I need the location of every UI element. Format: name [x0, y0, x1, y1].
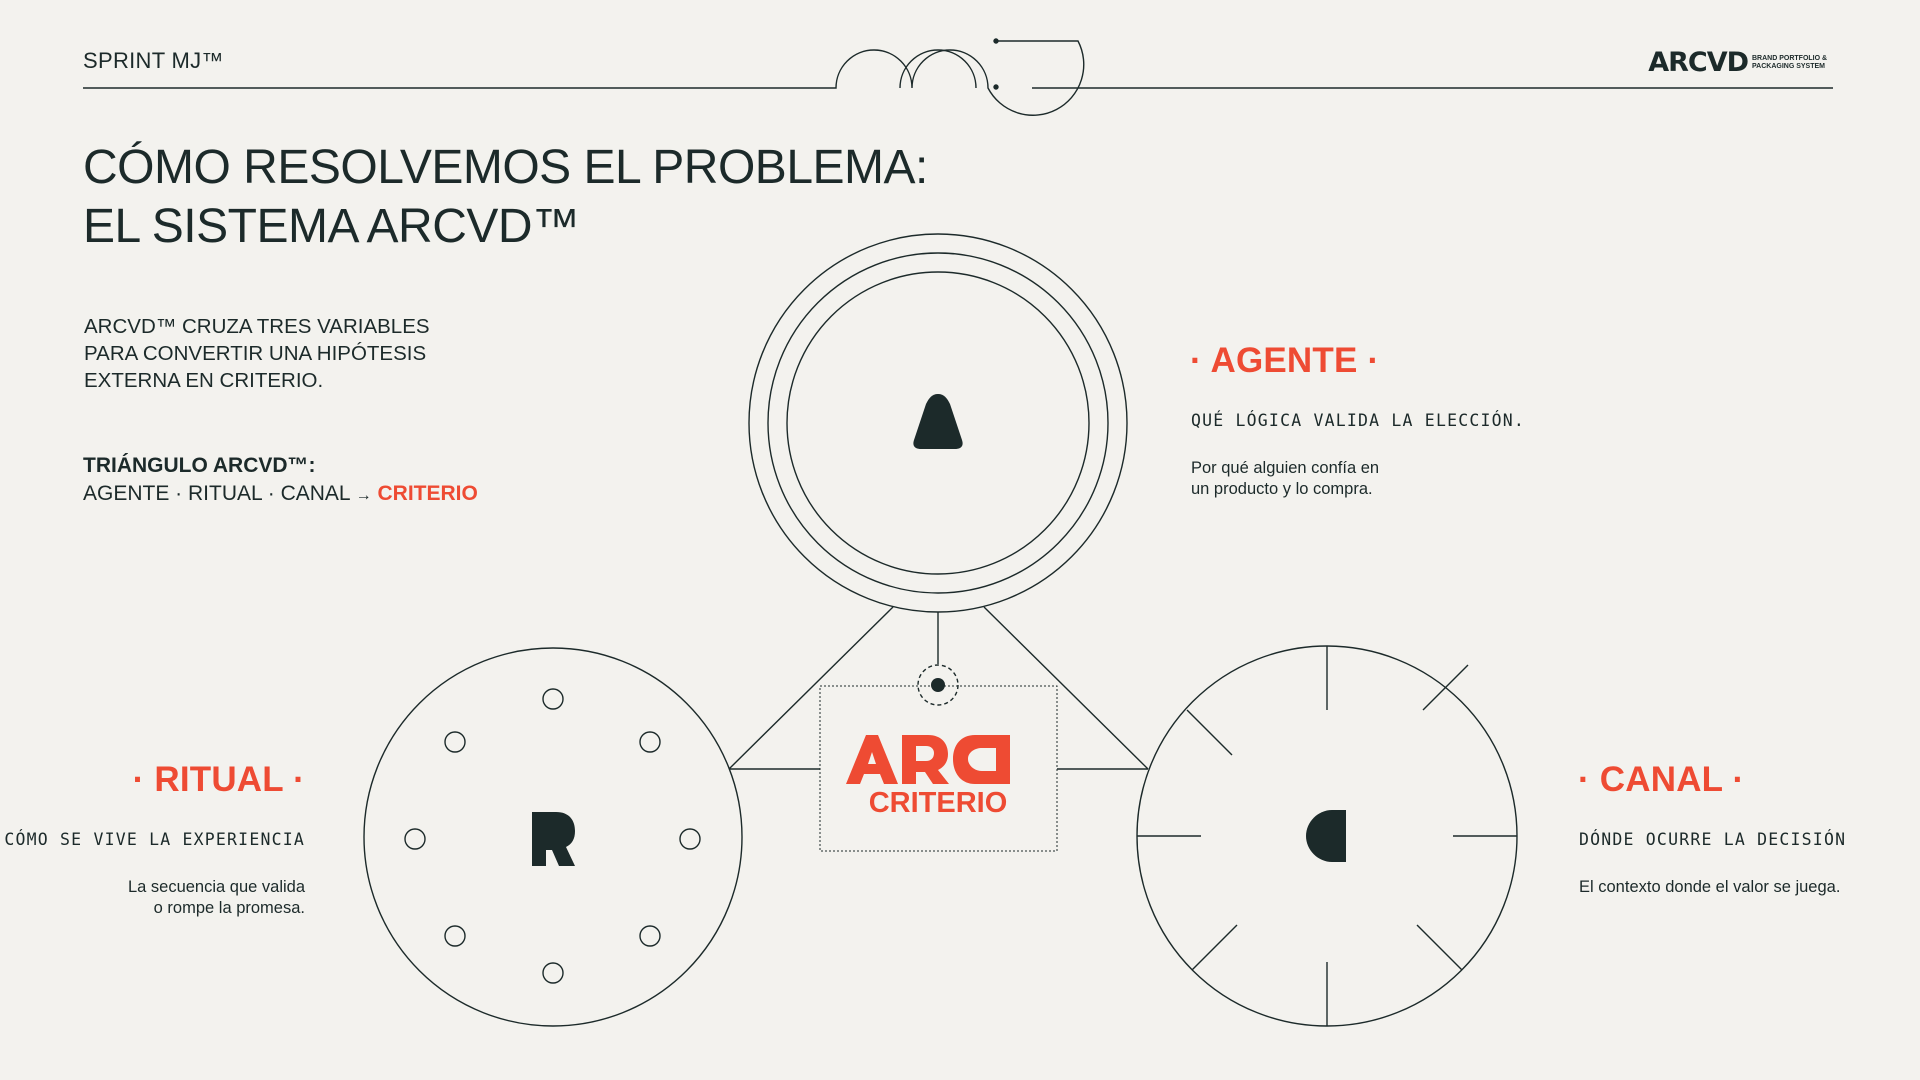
ritual-dot-4: [639, 925, 661, 947]
agente-glyph-icon: [913, 394, 963, 449]
page-title-line-2: EL SISTEMA ARCVD™: [83, 200, 580, 253]
ritual-title: · RITUAL ·: [132, 760, 305, 799]
brand-tagline: BRAND PORTFOLIO & PACKAGING SYSTEM: [1752, 54, 1828, 70]
intro-text: ARCVD™ CRUZA TRES VARIABLES PARA CONVERT…: [84, 313, 430, 394]
connector-agente-ritual: [728, 606, 894, 770]
agente-circle-mid: [767, 252, 1109, 594]
criterio-box: [819, 685, 1058, 852]
ritual-circle: [363, 647, 743, 1027]
intro-line-1: ARCVD™ CRUZA TRES VARIABLES: [84, 315, 430, 338]
arrow-icon: →: [355, 487, 372, 504]
brand-logo-text: ARCVD: [1648, 47, 1749, 78]
agente-caps: QUÉ LÓGICA VALIDA LA ELECCIÓN.: [1191, 411, 1526, 430]
arc-logo-icon: [846, 735, 1010, 784]
connector-agente-canal: [983, 606, 1149, 770]
agente-title: · AGENTE ·: [1190, 341, 1380, 380]
criterio-label: CRITERIO: [868, 787, 1008, 819]
agente-description: Por qué alguien confía en un producto y …: [1191, 458, 1379, 500]
brand-logo: ARCVD BRAND PORTFOLIO & PACKAGING SYSTEM: [1648, 47, 1832, 78]
header-ornament-dot-2: [993, 84, 999, 90]
intro-line-3: EXTERNA EN CRITERIO.: [84, 369, 324, 392]
ritual-caps: CÓMO SE VIVE LA EXPERIENCIA: [4, 830, 305, 849]
canal-description: El contexto donde el valor se juega.: [1579, 877, 1840, 898]
canal-ticks: [1137, 646, 1517, 1026]
ritual-dot-1: [542, 688, 564, 710]
ritual-dot-7: [404, 828, 426, 850]
agente-desc-line-2: un producto y lo compra.: [1191, 480, 1373, 498]
canal-caps: DÓNDE OCURRE LA DECISIÓN: [1579, 830, 1847, 849]
canal-desc-line-1: El contexto donde el valor se juega.: [1579, 878, 1841, 896]
page-title: CÓMO RESOLVEMOS EL PROBLEMA: EL SISTEMA …: [83, 138, 928, 256]
ritual-dot-2: [639, 731, 661, 753]
triangle-title: TRIÁNGULO ARCVD™:: [83, 454, 316, 477]
triangle-sequence: AGENTE · RITUAL · CANAL → CRITERIO: [83, 482, 478, 506]
center-node: [931, 678, 945, 692]
ritual-dot-3: [679, 828, 701, 850]
ritual-description: La secuencia que valida o rompe la prome…: [0, 877, 305, 919]
agente-desc-line-1: Por qué alguien confía en: [1191, 459, 1380, 477]
ritual-desc-line-2: o rompe la promesa.: [153, 899, 305, 917]
header-label: SPRINT MJ™: [83, 48, 224, 73]
ritual-dot-6: [444, 925, 466, 947]
ritual-dot-5: [542, 962, 564, 984]
agente-circle-inner: [786, 271, 1090, 575]
intro-line-2: PARA CONVERTIR UNA HIPÓTESIS: [84, 342, 427, 365]
page-title-line-1: CÓMO RESOLVEMOS EL PROBLEMA:: [83, 141, 928, 194]
ritual-desc-line-1: La secuencia que valida: [127, 878, 305, 896]
triangle-sequence-text: AGENTE · RITUAL · CANAL: [83, 482, 350, 505]
canal-title: · CANAL ·: [1578, 760, 1745, 799]
ritual-dot-8: [444, 731, 466, 753]
ritual-glyph-icon: [532, 812, 575, 866]
triangle-result: CRITERIO: [377, 482, 478, 505]
header-rule: [83, 40, 1833, 116]
header-ornament-dot-1: [993, 38, 999, 44]
canal-glyph-icon: [1306, 810, 1346, 862]
center-node-ring: [917, 664, 959, 706]
